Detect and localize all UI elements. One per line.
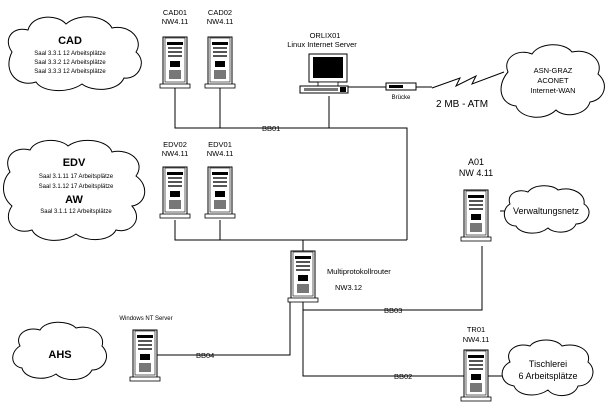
router-tower-icon	[287, 250, 319, 303]
server-tower-icon	[204, 166, 236, 219]
bb02-link	[302, 310, 470, 377]
server-version: NW 4.11	[459, 168, 493, 178]
server-version: NW4.11	[162, 149, 189, 158]
bridge-label: Brücke	[392, 95, 411, 101]
server-tower-icon	[129, 329, 161, 382]
server-cad01: CAD01 NW4.11	[159, 8, 191, 89]
edv-title: EDV	[63, 157, 86, 169]
cloud-verwaltungsnetz: Verwaltungsnetz	[503, 185, 590, 234]
network-wires	[157, 71, 509, 377]
server-tr01: TR01 NW4.11	[460, 325, 492, 402]
server-tower-icon	[460, 349, 492, 402]
server-windows-nt: Windows NT Server	[119, 316, 173, 382]
server-name: CAD01	[163, 8, 187, 17]
server-name: CAD02	[208, 8, 232, 17]
cloud-edv: EDV Saal 3.1.11 17 Arbeitsplätze Saal 3.…	[3, 139, 146, 241]
edv-row: Saal 3.1.11 17 Arbeitsplätze	[39, 174, 114, 180]
cloud-cad: CAD Saal 3.3.1 12 Arbeitsplätze Saal 3.3…	[7, 16, 142, 91]
tischlerei-line: Tischlerei	[529, 359, 567, 369]
cloud-asn: ASN-GRAZ ACONET Internet-WAN	[500, 44, 605, 118]
server-name: EDV02	[163, 140, 187, 149]
workstation-icon	[299, 53, 349, 94]
bridge-device: Brücke	[385, 82, 417, 101]
aw-title: AW	[65, 194, 83, 206]
cloud-tischlerei: Tischlerei 6 Arbeitsplätze	[501, 339, 594, 396]
bb01-backbone	[174, 88, 408, 240]
bb02-label: BB02	[394, 372, 412, 381]
verwaltungsnetz-label: Verwaltungsnetz	[513, 206, 580, 216]
server-tower-icon	[204, 36, 236, 89]
bb03-link	[302, 246, 483, 311]
cad-row: Saal 3.3.3 12 Arbeitsplätze	[34, 69, 106, 75]
server-name: ORLIX01	[310, 31, 341, 40]
cad-title: CAD	[58, 35, 82, 47]
server-version: NW4.11	[463, 335, 490, 344]
router-version: NW3.12	[335, 283, 362, 292]
server-version: NW4.11	[207, 149, 234, 158]
server-name: Windows NT Server	[119, 316, 172, 322]
server-tower-icon	[159, 166, 191, 219]
server-tower-icon	[159, 36, 191, 89]
tischlerei-line: 6 Arbeitsplätze	[518, 371, 577, 381]
server-edv02: EDV02 NW4.11	[159, 140, 191, 219]
aw-row: Saal 3.1.1 12 Arbeitsplätze	[40, 209, 112, 215]
server-a01: A01 NW 4.11	[459, 157, 493, 242]
bb03-label: BB03	[384, 306, 402, 315]
bb04-link	[157, 298, 291, 356]
server-cad02: CAD02 NW4.11	[204, 8, 236, 89]
asn-line: Internet-WAN	[530, 86, 575, 95]
bb04-label: BB04	[196, 351, 214, 360]
router-name: Multiprotokollrouter	[327, 267, 391, 276]
edv-row: Saal 3.1.12 17 Arbeitsplätze	[39, 184, 114, 190]
atm-label: 2 MB - ATM	[436, 99, 488, 110]
server-orlix01: ORLIX01 Linux Internet Server	[287, 31, 357, 94]
server-router: Multiprotokollrouter NW3.12	[287, 250, 391, 303]
asn-line: ACONET	[537, 76, 569, 85]
server-version: Linux Internet Server	[287, 40, 357, 49]
atm-link	[431, 71, 505, 89]
bb01-label: BB01	[262, 124, 280, 133]
server-tower-icon	[460, 189, 492, 242]
ahs-label: AHS	[48, 349, 71, 361]
cad-row: Saal 3.3.2 12 Arbeitsplätze	[34, 60, 106, 66]
cloud-ahs: AHS	[12, 321, 107, 380]
server-version: NW4.11	[207, 17, 234, 26]
server-name: TR01	[467, 325, 485, 334]
asn-line: ASN-GRAZ	[534, 66, 573, 75]
cad-row: Saal 3.3.1 12 Arbeitsplätze	[34, 51, 106, 57]
server-name: A01	[468, 157, 484, 167]
server-name: EDV01	[208, 140, 232, 149]
server-version: NW4.11	[162, 17, 189, 26]
server-edv01: EDV01 NW4.11	[204, 140, 236, 219]
